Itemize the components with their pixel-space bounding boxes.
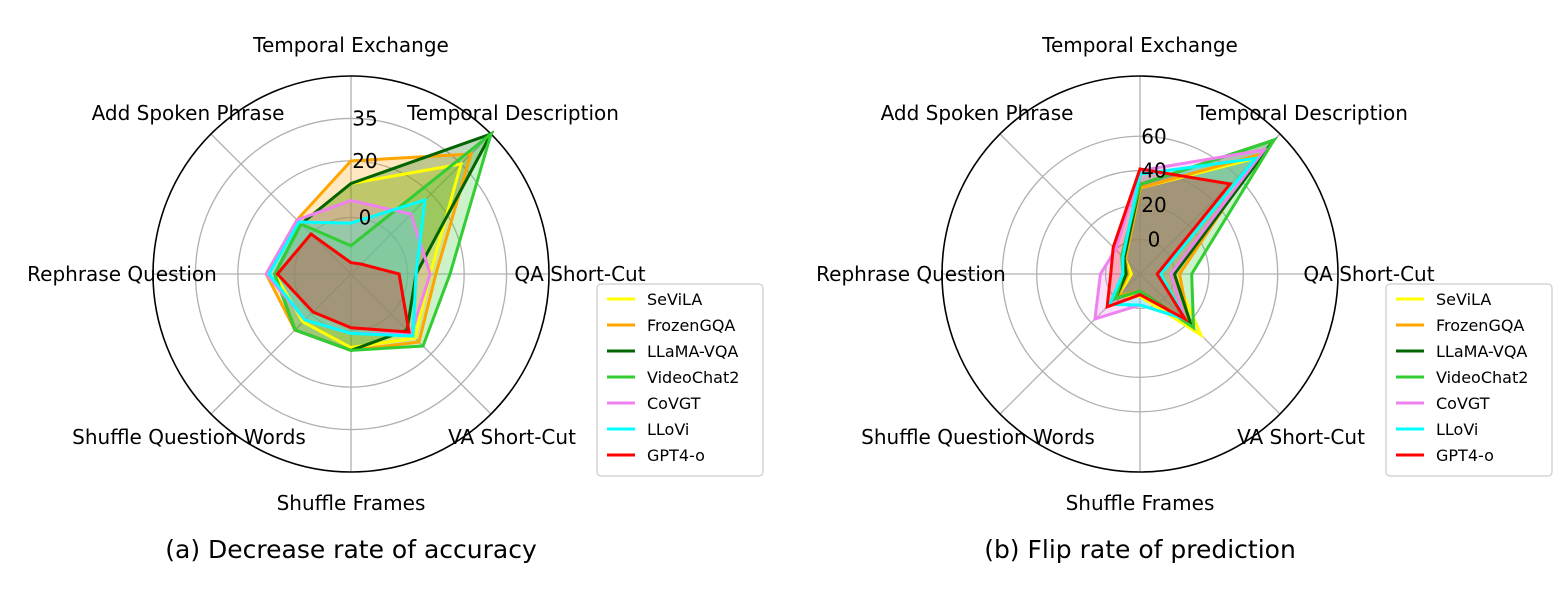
legend-entry: GPT4-o (647, 446, 705, 465)
axis-label: Temporal Description (406, 101, 619, 125)
panel-caption: (a) Decrease rate of accuracy (165, 535, 537, 564)
legend-entry: LLaMA-VQA (647, 342, 738, 361)
legend-entry: CoVGT (647, 394, 701, 413)
series-area-videochat2 (274, 133, 492, 351)
r-tick-label: 35 (352, 106, 377, 130)
spoke (210, 273, 352, 415)
r-tick-label: 20 (352, 149, 377, 173)
axis-label: Rephrase Question (27, 262, 217, 286)
r-tick-label: 20 (1141, 193, 1166, 217)
axis-label: Shuffle Question Words (861, 425, 1095, 449)
spoke (350, 273, 492, 415)
axis-label: Add Spoken Phrase (881, 101, 1074, 125)
legend-entry: FrozenGQA (1436, 316, 1524, 335)
radar-frame (941, 75, 1339, 473)
legend-entry: GPT4-o (1436, 446, 1494, 465)
axis-label: Shuffle Question Words (72, 425, 306, 449)
legend-entry: CoVGT (1436, 394, 1490, 413)
r-tick-label: 0 (1148, 228, 1161, 252)
series-line-gpt4-o (1105, 167, 1233, 324)
series-area-llovi (268, 199, 426, 337)
series-line-videochat2 (272, 129, 494, 352)
r-tick-label: 40 (1141, 159, 1166, 183)
legend-entry: LLoVi (1436, 420, 1478, 439)
legend-box (596, 283, 764, 477)
panel-caption: (b) Flip rate of prediction (984, 535, 1296, 564)
r-tick-label: 60 (1141, 124, 1166, 148)
axis-label: Temporal Exchange (252, 33, 449, 57)
series-area-covgt (266, 200, 431, 335)
axis-label: Rephrase Question (816, 262, 1006, 286)
axis-label: VA Short-Cut (448, 425, 576, 449)
axis-label: VA Short-Cut (1237, 425, 1365, 449)
axis-label: Temporal Exchange (1041, 33, 1238, 57)
radar-frame (152, 75, 550, 473)
legend-entry: VideoChat2 (1436, 368, 1528, 387)
series-area-gpt4-o (1107, 168, 1231, 320)
axis-label: QA Short-Cut (1303, 262, 1434, 286)
series-area-llama-vqa (274, 133, 492, 351)
legend-entry: LLoVi (647, 420, 689, 439)
r-tick-label: 0 (359, 205, 372, 229)
axis-label: Temporal Description (1195, 101, 1408, 125)
axis-label: QA Short-Cut (514, 262, 645, 286)
axis-label: Add Spoken Phrase (92, 101, 285, 125)
spoke (350, 133, 492, 275)
series-line-llovi (267, 197, 427, 338)
axis-label: Shuffle Frames (277, 491, 426, 515)
axis-label: Shuffle Frames (1066, 491, 1215, 515)
legend-entry: VideoChat2 (647, 368, 739, 387)
legend-entry: SeViLA (1436, 290, 1491, 309)
spoke (210, 133, 352, 275)
legend-box (1385, 283, 1553, 477)
series-line-llovi (1107, 156, 1260, 322)
series-line-gpt4-o (275, 231, 411, 334)
legend-entry: LLaMA-VQA (1436, 342, 1527, 361)
legend-entry: FrozenGQA (647, 316, 735, 335)
legend-entry: SeViLA (647, 290, 702, 309)
spoke (1139, 273, 1281, 415)
